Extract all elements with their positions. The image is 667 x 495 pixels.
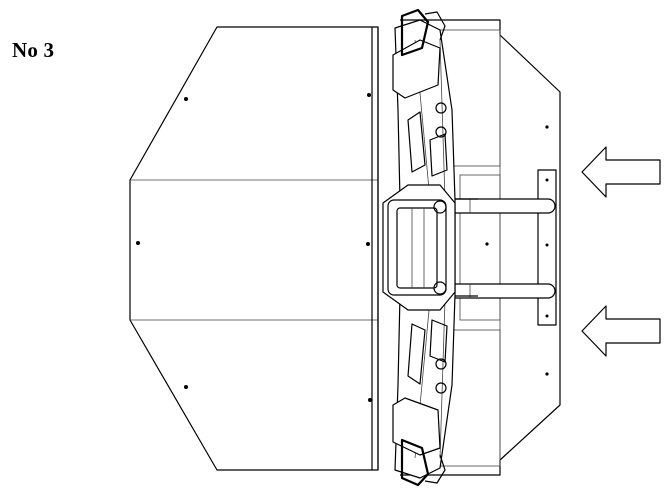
arrow-lower	[581, 305, 661, 357]
mounting-bracket	[537, 169, 557, 326]
figure-caption: No 3	[12, 38, 55, 62]
arm-assembly	[382, 8, 478, 487]
backing-plate	[400, 19, 561, 476]
support-rods	[449, 198, 556, 299]
platform-bolts	[136, 93, 372, 402]
arrow-upper	[581, 146, 661, 198]
platform-hexagon	[129, 26, 379, 471]
